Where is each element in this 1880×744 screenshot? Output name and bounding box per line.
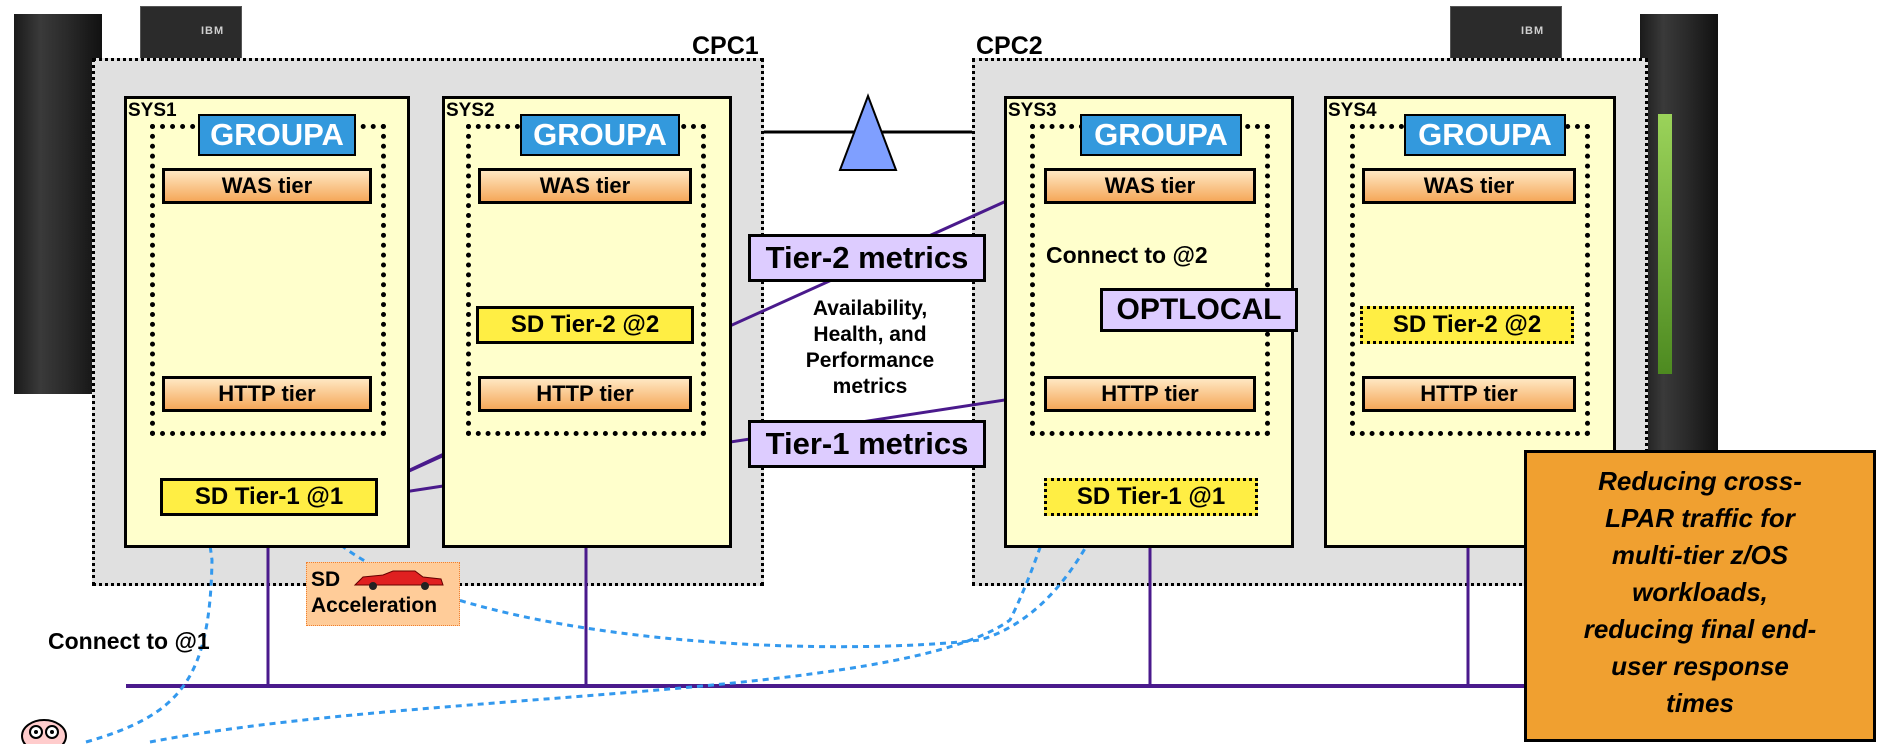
mainframe-right-light	[1658, 114, 1672, 374]
tier1-metrics-label: Tier-1 metrics	[748, 420, 986, 468]
sys2-http-tier: HTTP tier	[478, 376, 692, 412]
acceleration-line-2: Acceleration	[311, 594, 438, 617]
race-car-icon	[353, 570, 444, 590]
sys3-http-tier: HTTP tier	[1044, 376, 1256, 412]
callout-line-1: Reducing cross-	[1598, 466, 1802, 496]
sys4-was-tier: WAS tier	[1362, 168, 1576, 204]
availability-line-1: Availability,	[812, 297, 928, 320]
ibm-logo: IBM	[201, 25, 225, 37]
callout-line-7: times	[1666, 688, 1734, 718]
callout-line-6: user response	[1611, 651, 1789, 681]
client-connect1-flow	[85, 494, 223, 744]
sys1-was-tier: WAS tier	[162, 168, 372, 204]
callout-line-2: LPAR traffic for	[1605, 503, 1795, 533]
cpc2-label: CPC2	[976, 32, 1043, 60]
mainframe-right	[1640, 14, 1718, 454]
coupling-facility-icon	[838, 93, 898, 171]
acceleration-line-1: SD	[311, 568, 341, 591]
connect1-label: Connect to @1	[48, 628, 210, 654]
callout-line-3: multi-tier z/OS	[1611, 540, 1789, 570]
sd-acceleration: SD Acceleration	[306, 562, 460, 626]
sys4-label: SYS4	[1328, 100, 1377, 121]
availability-line-3: Performance	[805, 349, 935, 372]
sys3-sd-tier1: SD Tier-1 @1	[1044, 478, 1258, 516]
connect2-label: Connect to @2	[1046, 242, 1208, 268]
sys1-group-label: GROUPA	[198, 114, 356, 156]
mainframe-left	[14, 14, 102, 394]
cpc1-label: CPC1	[692, 32, 759, 60]
optlocal-label: OPTLOCAL	[1100, 288, 1298, 332]
callout-line-4: workloads,	[1632, 577, 1768, 607]
tier2-metrics-label: Tier-2 metrics	[748, 234, 986, 282]
sys1-http-tier: HTTP tier	[162, 376, 372, 412]
sys3-was-tier: WAS tier	[1044, 168, 1256, 204]
callout-line-5: reducing final end-	[1583, 614, 1817, 644]
availability-note: Availability, Health, and Performance me…	[770, 296, 970, 400]
sys2-label: SYS2	[446, 100, 495, 121]
availability-line-2: Health, and	[813, 323, 927, 346]
benefit-callout: Reducing cross- LPAR traffic for multi-t…	[1524, 450, 1876, 742]
sys4-http-tier: HTTP tier	[1362, 376, 1576, 412]
client-to-http-flow	[149, 392, 1093, 744]
user-face-icon	[21, 719, 67, 744]
sys2-group-label: GROUPA	[520, 114, 680, 156]
ibm-logo-right: IBM	[1521, 25, 1545, 37]
availability-line-4: metrics	[832, 375, 908, 398]
sys3-label: SYS3	[1008, 100, 1057, 121]
sys4-sd-tier2: SD Tier-2 @2	[1360, 306, 1574, 344]
sys1-label: SYS1	[128, 100, 177, 121]
sys4-group-label: GROUPA	[1404, 114, 1566, 156]
sys3-group-label: GROUPA	[1080, 114, 1242, 156]
sys2-sd-tier2: SD Tier-2 @2	[476, 306, 694, 344]
sys2-was-tier: WAS tier	[478, 168, 692, 204]
sys1-sd-tier1: SD Tier-1 @1	[160, 478, 378, 516]
mainframe-left-top: IBM	[140, 6, 242, 68]
